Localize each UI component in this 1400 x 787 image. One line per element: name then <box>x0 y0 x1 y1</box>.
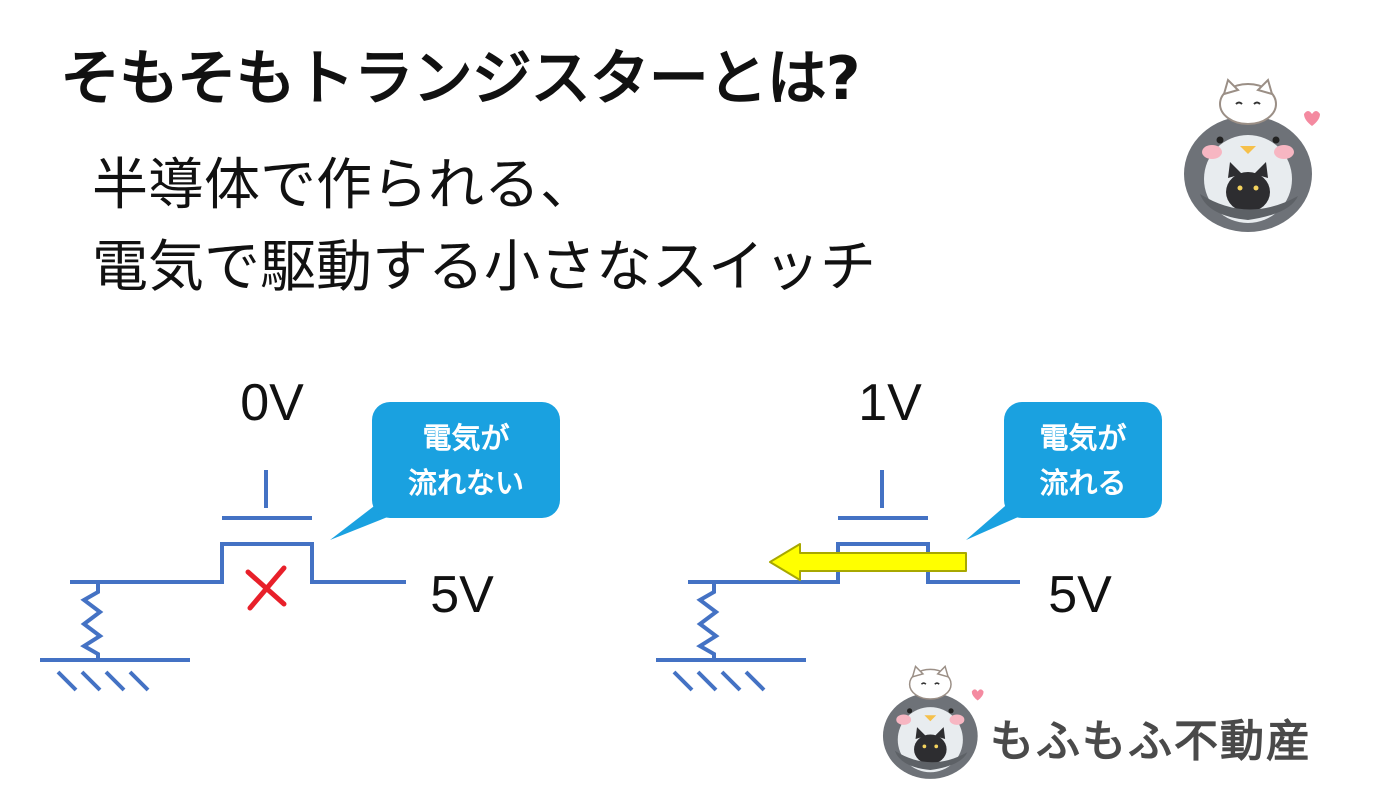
right-circuit: 1V 5V 電気が 流れる <box>656 374 1162 692</box>
brand-name: もふもふ不動産 <box>990 716 1312 767</box>
left-arrow-icon <box>769 543 967 581</box>
left-source-voltage-label: 5V <box>430 566 494 624</box>
right-resistor <box>696 582 720 660</box>
page-title: そもそもトランジスターとは? <box>60 44 861 114</box>
brand-mascot-icon <box>882 665 985 780</box>
right-channel-wire <box>688 542 1020 584</box>
penguin-cat-mascot-icon <box>1183 79 1321 233</box>
left-bubble-line-2: 流れない <box>408 466 524 500</box>
left-speech-bubble: 電気が 流れない <box>330 402 560 540</box>
left-gate-voltage-label: 0V <box>240 374 304 432</box>
right-source-voltage-label: 5V <box>1048 566 1112 624</box>
brand-logo: もふもふ不動産 <box>882 665 1312 780</box>
description-line-1: 半導体で作られる、 <box>92 153 596 218</box>
left-bubble-line-1: 電気が <box>422 421 509 455</box>
left-channel-wire <box>70 542 406 584</box>
description-line-2: 電気で駆動する小さなスイッチ <box>92 235 876 300</box>
left-ground-hatch <box>56 670 150 692</box>
right-ground-hatch <box>672 670 766 692</box>
right-speech-bubble: 電気が 流れる <box>966 402 1162 540</box>
right-bubble-line-1: 電気が <box>1039 421 1126 455</box>
x-mark-icon <box>245 565 287 611</box>
left-circuit: 0V 5V 電気が 流れない <box>40 374 560 692</box>
left-resistor <box>80 582 104 660</box>
right-gate-voltage-label: 1V <box>858 374 922 432</box>
right-bubble-line-2: 流れる <box>1039 466 1126 500</box>
